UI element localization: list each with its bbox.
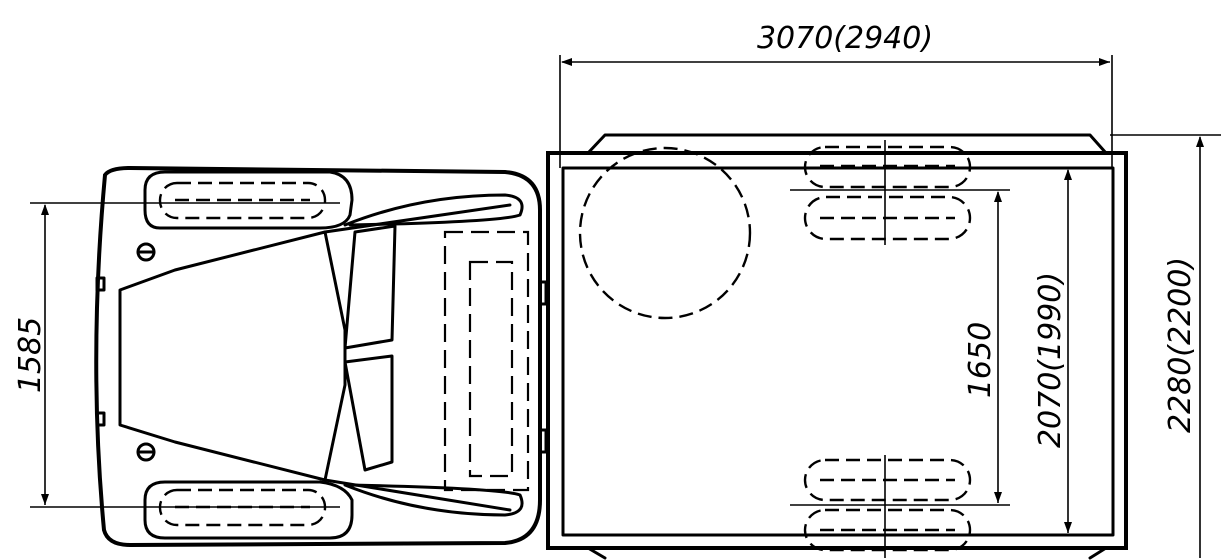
dim-overall-width-label: 2280(2200) [1163, 257, 1198, 433]
wheel-well-top [143, 170, 354, 230]
rear-wheel-bottom-inner [803, 458, 972, 502]
engine-outline-inner [468, 260, 514, 478]
cab-roof-line-top [343, 193, 524, 227]
dim-length-label: 3070(2940) [757, 21, 933, 56]
cab [94, 165, 548, 548]
dim-inner-width-label: 2070(1990) [1033, 272, 1068, 448]
window-lower [343, 354, 394, 472]
rear-wheel-bottom-outer [803, 508, 972, 552]
cargo-body [546, 133, 1128, 560]
hinge-bottom [538, 428, 548, 454]
hinge-top [538, 280, 548, 306]
cab-outline [94, 165, 542, 548]
front-wheel-top [158, 181, 327, 220]
engine-outline-outer [443, 230, 530, 492]
marker-bottom [95, 411, 106, 427]
hood-outline [118, 230, 347, 482]
cab-roof-line-bottom [343, 483, 524, 517]
marker-top [95, 276, 106, 292]
window-upper [343, 224, 397, 350]
wheel-well-bottom [143, 480, 354, 540]
dimension-lines [30, 55, 1221, 558]
rear-wheel-top-inner [803, 195, 972, 241]
rear-wheel-top-outer [803, 145, 972, 189]
body-outer [546, 151, 1128, 550]
dim-front-track-label: 1585 [13, 317, 48, 393]
dim-rear-track-label: 1650 [963, 322, 998, 398]
body-inner [561, 166, 1115, 537]
spare-wheel [578, 146, 752, 320]
body-top-ledge [586, 133, 1108, 155]
body-bottom-ledge [586, 546, 1108, 560]
